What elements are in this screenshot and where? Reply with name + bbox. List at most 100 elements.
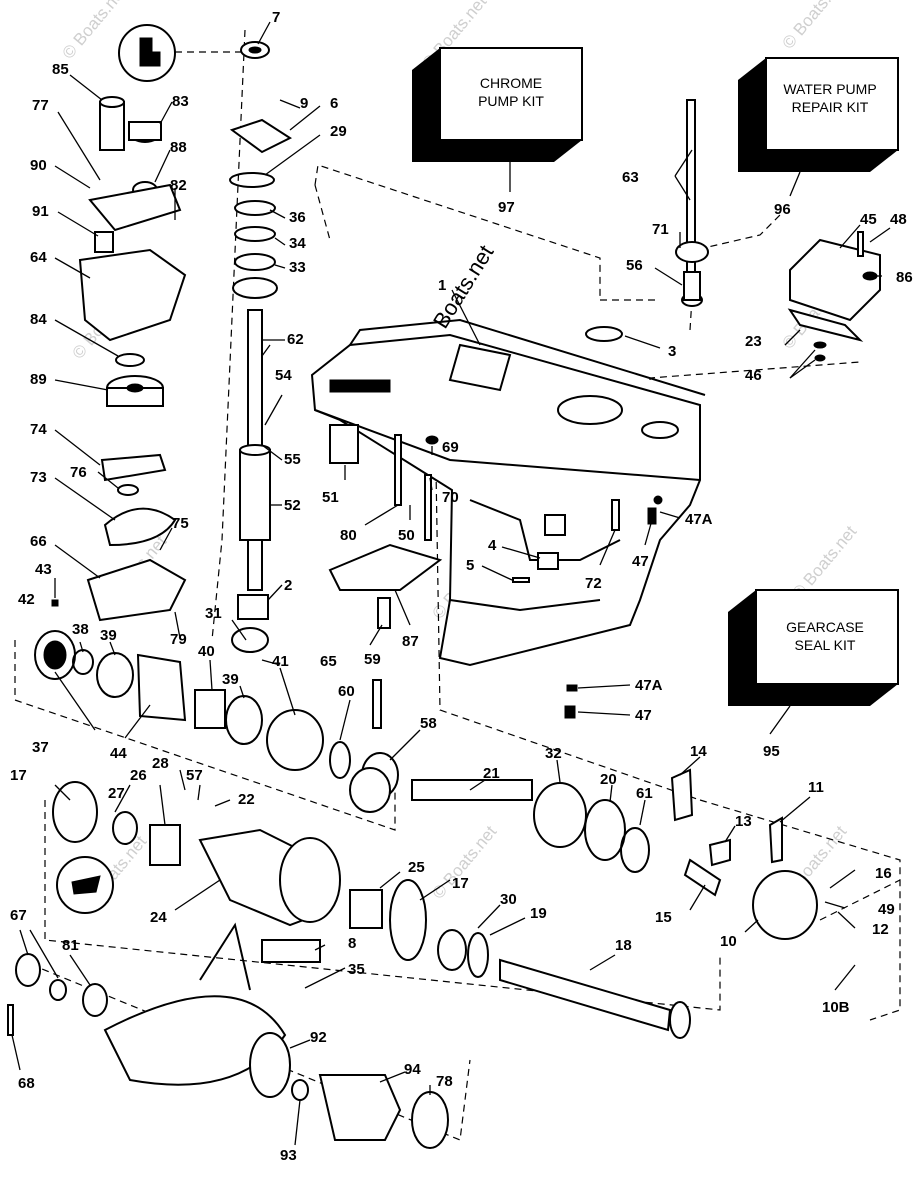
callout-83: 83 bbox=[172, 93, 189, 110]
callout-85: 85 bbox=[52, 61, 69, 78]
callout-8: 8 bbox=[348, 935, 356, 952]
callout-71: 71 bbox=[652, 221, 669, 238]
callout-15: 15 bbox=[655, 909, 672, 926]
callout-74: 74 bbox=[30, 421, 47, 438]
kit-title-line1: GEARCASE bbox=[786, 619, 864, 635]
callout-32: 32 bbox=[545, 745, 562, 762]
callout-3: 3 bbox=[668, 343, 676, 360]
callout-18: 18 bbox=[615, 937, 632, 954]
kit-title-line2: SEAL KIT bbox=[795, 637, 856, 653]
callout-72: 72 bbox=[585, 575, 602, 592]
callout-46: 46 bbox=[745, 367, 762, 384]
callout-35: 35 bbox=[348, 961, 365, 978]
kit-title-line2: PUMP KIT bbox=[478, 93, 544, 109]
callout-58: 58 bbox=[420, 715, 437, 732]
callout-68: 68 bbox=[18, 1075, 35, 1092]
callout-38: 38 bbox=[72, 621, 89, 638]
callout-11: 11 bbox=[808, 779, 824, 796]
callout-76: 76 bbox=[70, 464, 87, 481]
callout-28: 28 bbox=[152, 755, 169, 772]
callout-37: 37 bbox=[32, 739, 49, 756]
callout-70: 70 bbox=[442, 489, 459, 506]
callout-88: 88 bbox=[170, 139, 187, 156]
callout-89: 89 bbox=[30, 371, 47, 388]
callout-47: 47 bbox=[632, 553, 649, 570]
callout-40: 40 bbox=[198, 643, 215, 660]
callout-80: 80 bbox=[340, 527, 357, 544]
callout-52: 52 bbox=[284, 497, 301, 514]
callout-82: 82 bbox=[170, 177, 187, 194]
callout-12: 12 bbox=[872, 921, 889, 938]
right-upper-parts bbox=[328, 99, 881, 719]
callout-63: 63 bbox=[622, 169, 639, 186]
callout-73: 73 bbox=[30, 469, 47, 486]
callout-42: 42 bbox=[18, 591, 35, 608]
callout-87: 87 bbox=[402, 633, 419, 650]
callout-39b: 39 bbox=[222, 671, 239, 688]
callout-95: 95 bbox=[763, 743, 780, 760]
callout-10: 10 bbox=[720, 933, 737, 950]
callout-56: 56 bbox=[626, 257, 643, 274]
callout-33: 33 bbox=[289, 259, 306, 276]
callout-65: 65 bbox=[320, 653, 337, 670]
callout-54: 54 bbox=[275, 367, 292, 384]
callout-59: 59 bbox=[364, 651, 381, 668]
callout-22: 22 bbox=[238, 791, 255, 808]
callout-4: 4 bbox=[488, 537, 497, 554]
callout-48: 48 bbox=[890, 211, 907, 228]
leader-lines bbox=[11, 21, 891, 1146]
callout-94: 94 bbox=[404, 1061, 421, 1078]
callout-57: 57 bbox=[186, 767, 203, 784]
watermark: © Boats.net bbox=[779, 0, 851, 53]
callout-44: 44 bbox=[110, 745, 127, 762]
callout-69: 69 bbox=[442, 439, 459, 456]
callout-36: 36 bbox=[289, 209, 306, 226]
callout-84: 84 bbox=[30, 311, 47, 328]
kit-title-line1: CHROME bbox=[480, 75, 542, 91]
callout-13: 13 bbox=[735, 813, 752, 830]
callout-47-lower: 47 bbox=[635, 707, 652, 724]
callout-47A-lower: 47A bbox=[635, 677, 663, 694]
callout-90: 90 bbox=[30, 157, 47, 174]
callout-19: 19 bbox=[530, 905, 547, 922]
callout-64: 64 bbox=[30, 249, 47, 266]
callout-66: 66 bbox=[30, 533, 47, 550]
callout-17b: 17 bbox=[452, 875, 469, 892]
callout-5: 5 bbox=[466, 557, 474, 574]
callout-49: 49 bbox=[878, 901, 895, 918]
callout-10b: 10B bbox=[822, 999, 850, 1016]
callout-16: 16 bbox=[875, 865, 892, 882]
callout-24: 24 bbox=[150, 909, 167, 926]
water-pump-kit-box: WATER PUMP REPAIR KIT 96 bbox=[738, 57, 899, 218]
callout-14: 14 bbox=[690, 743, 707, 760]
callout-93: 93 bbox=[280, 1147, 297, 1164]
callout-79: 79 bbox=[170, 631, 187, 648]
callout-97: 97 bbox=[498, 199, 515, 216]
callout-30: 30 bbox=[500, 891, 517, 908]
callout-26: 26 bbox=[130, 767, 147, 784]
callout-55: 55 bbox=[284, 451, 301, 468]
callout-51: 51 bbox=[322, 489, 339, 506]
callout-50: 50 bbox=[398, 527, 415, 544]
callout-27: 27 bbox=[108, 785, 125, 802]
callout-67: 67 bbox=[10, 907, 27, 924]
callout-75: 75 bbox=[172, 515, 189, 532]
kit-title-line1: WATER PUMP bbox=[783, 81, 876, 97]
callout-7: 7 bbox=[272, 9, 280, 26]
callout-92: 92 bbox=[310, 1029, 327, 1046]
callout-29: 29 bbox=[330, 123, 347, 140]
callout-17: 17 bbox=[10, 767, 27, 784]
callout-9: 9 bbox=[300, 95, 308, 112]
callout-47A: 47A bbox=[685, 511, 713, 528]
callouts: 7 85 9 6 83 77 29 88 90 82 36 91 34 64 3… bbox=[10, 9, 913, 1164]
callout-31: 31 bbox=[205, 605, 222, 622]
callout-39: 39 bbox=[100, 627, 117, 644]
callout-81: 81 bbox=[62, 937, 79, 954]
water-pump-parts bbox=[34, 24, 399, 798]
callout-86: 86 bbox=[896, 269, 913, 286]
callout-2: 2 bbox=[284, 577, 292, 594]
callout-45: 45 bbox=[860, 211, 877, 228]
assembly-lines bbox=[14, 29, 901, 1141]
callout-96: 96 bbox=[774, 201, 791, 218]
